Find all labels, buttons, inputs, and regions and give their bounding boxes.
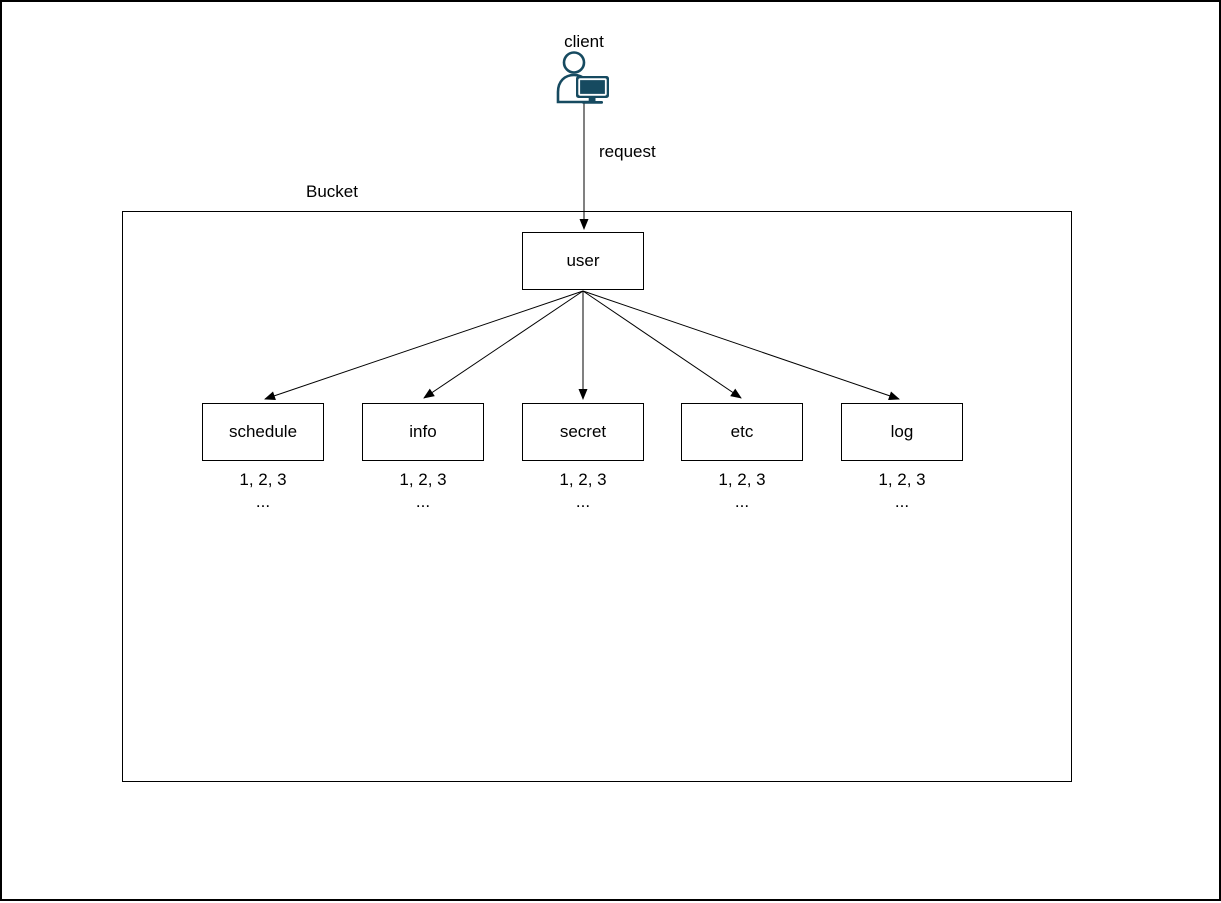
node-info-ellipsis: ...	[415, 492, 431, 511]
client-label: client	[564, 32, 604, 51]
node-log-items: 1, 2, 3	[878, 470, 926, 489]
node-secret: secret	[522, 403, 644, 461]
node-log: log	[841, 403, 963, 461]
request-label: request	[599, 142, 656, 161]
node-etc-ellipsis: ...	[734, 492, 750, 511]
edge-user-to-etc	[582, 290, 742, 399]
edge-user-to-schedule	[264, 290, 584, 401]
edge-user-to-log	[582, 290, 900, 401]
bucket-label: Bucket	[306, 182, 358, 201]
node-etc: etc	[681, 403, 803, 461]
edge-user-to-info	[423, 290, 584, 399]
node-secret-items: 1, 2, 3	[559, 470, 607, 489]
person-at-monitor-icon	[556, 51, 609, 104]
node-info: info	[362, 403, 484, 461]
node-schedule-items: 1, 2, 3	[239, 470, 287, 489]
node-info-items: 1, 2, 3	[399, 470, 447, 489]
node-schedule-ellipsis: ...	[255, 492, 271, 511]
node-schedule: schedule	[202, 403, 324, 461]
node-secret-ellipsis: ...	[575, 492, 591, 511]
bucket-container	[122, 211, 1072, 782]
node-log-ellipsis: ...	[894, 492, 910, 511]
node-etc-items: 1, 2, 3	[718, 470, 766, 489]
node-user: user	[522, 232, 644, 290]
